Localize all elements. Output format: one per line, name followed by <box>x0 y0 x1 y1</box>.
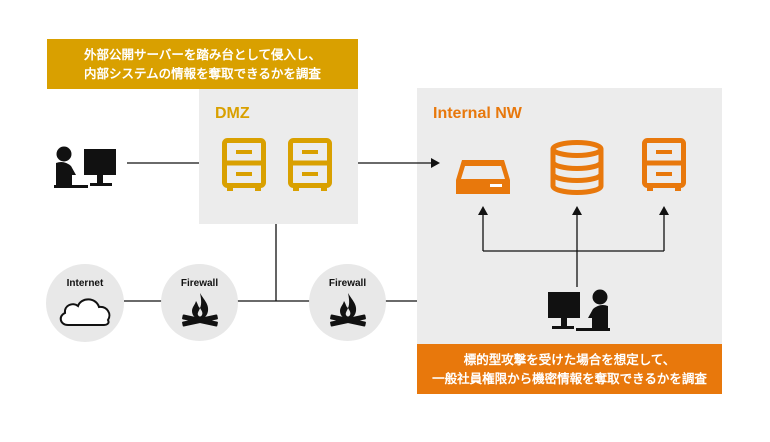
firewall-label: Firewall <box>328 278 367 289</box>
dmz-label: DMZ <box>215 105 250 122</box>
internet-label: Internet <box>66 278 104 289</box>
firewall-label: Firewall <box>180 278 219 289</box>
arrowhead-to-network-device <box>478 206 488 215</box>
dmz-note-line1: 外部公開サーバーを踏み台として侵入し、 <box>83 47 321 62</box>
internal-note-line1: 標的型攻撃を受けた場合を想定して、 <box>463 352 676 367</box>
network-device-icon <box>456 160 510 194</box>
dmz-note-line2: 内部システムの情報を奪取できるかを調査 <box>84 66 321 81</box>
campfire-icon <box>330 293 366 327</box>
database-icon <box>550 140 604 195</box>
file-cabinet-icon <box>222 138 266 191</box>
file-cabinet-icon <box>642 138 686 191</box>
dmz-note-box: 外部公開サーバーを踏み台として侵入し、 内部システムの情報を奪取できるかを調査 <box>47 39 358 89</box>
internal-nw-label: Internal NW <box>433 105 522 122</box>
internal-note-box: 標的型攻撃を受けた場合を想定して、 一般社員権限から機密情報を奪取できるかを調査 <box>417 344 722 394</box>
arrowhead-to-internal-cabinet <box>659 206 669 215</box>
file-cabinet-icon <box>288 138 332 191</box>
internet-node: Internet <box>46 264 124 342</box>
person-at-computer-icon <box>548 289 610 331</box>
person-at-computer-icon <box>54 146 116 188</box>
internal-note-line2: 一般社員権限から機密情報を奪取できるかを調査 <box>432 371 707 386</box>
arrowhead-to-internal <box>431 158 440 168</box>
firewall-node: Firewall <box>161 264 238 341</box>
campfire-icon <box>182 293 218 327</box>
firewall-node: Firewall <box>309 264 386 341</box>
cloud-icon <box>59 298 111 326</box>
arrowhead-to-database <box>572 206 582 215</box>
